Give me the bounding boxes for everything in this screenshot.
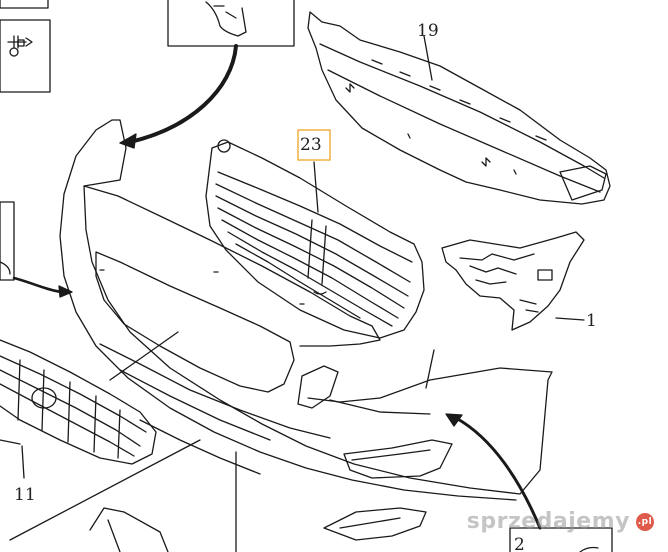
leader-1 xyxy=(555,317,585,321)
leader-1-cover xyxy=(425,349,435,389)
label-1: 1 xyxy=(586,311,597,331)
part-23-grille[interactable] xyxy=(205,139,425,339)
label-19: 19 xyxy=(417,21,439,41)
part-fog-trim[interactable] xyxy=(323,507,427,541)
part-19-absorber[interactable] xyxy=(307,11,611,205)
detail-box-part-2[interactable] xyxy=(509,527,613,552)
part-11-lower-grille[interactable] xyxy=(0,339,157,465)
watermark: sprzedajemy .pl xyxy=(467,509,654,534)
leader-arrow-left xyxy=(12,276,73,298)
leader-11 xyxy=(21,445,25,479)
leader-23 xyxy=(313,161,319,213)
detail-box-left xyxy=(0,201,15,281)
part-lower-bracket[interactable] xyxy=(89,507,169,552)
watermark-badge: .pl xyxy=(636,512,654,531)
label-2: 2 xyxy=(514,535,525,552)
detail-box-screw xyxy=(0,19,51,93)
detail-box-top xyxy=(0,0,49,9)
label-23: 23 xyxy=(300,135,322,155)
leader-19 xyxy=(423,35,433,81)
part-1-bracket[interactable] xyxy=(441,231,585,331)
label-23-highlight xyxy=(297,129,331,161)
leader-arrow-top xyxy=(119,44,238,149)
label-11: 11 xyxy=(14,485,36,505)
leader-lower-left xyxy=(9,439,201,541)
leader-arrow-bottom xyxy=(445,413,542,530)
detail-box-clip[interactable] xyxy=(167,0,295,47)
leader-cover xyxy=(109,331,179,381)
part-bumper-cover[interactable] xyxy=(59,119,553,501)
watermark-text: sprzedajemy xyxy=(466,509,630,534)
